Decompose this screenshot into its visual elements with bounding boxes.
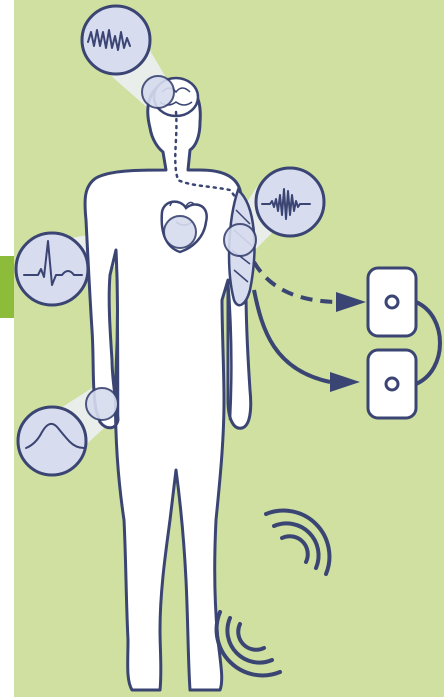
sensor-box-icon — [368, 350, 416, 418]
sensor-box-icon — [368, 268, 416, 336]
diagram-canvas — [14, 0, 444, 697]
side-tab-marker — [0, 256, 14, 318]
